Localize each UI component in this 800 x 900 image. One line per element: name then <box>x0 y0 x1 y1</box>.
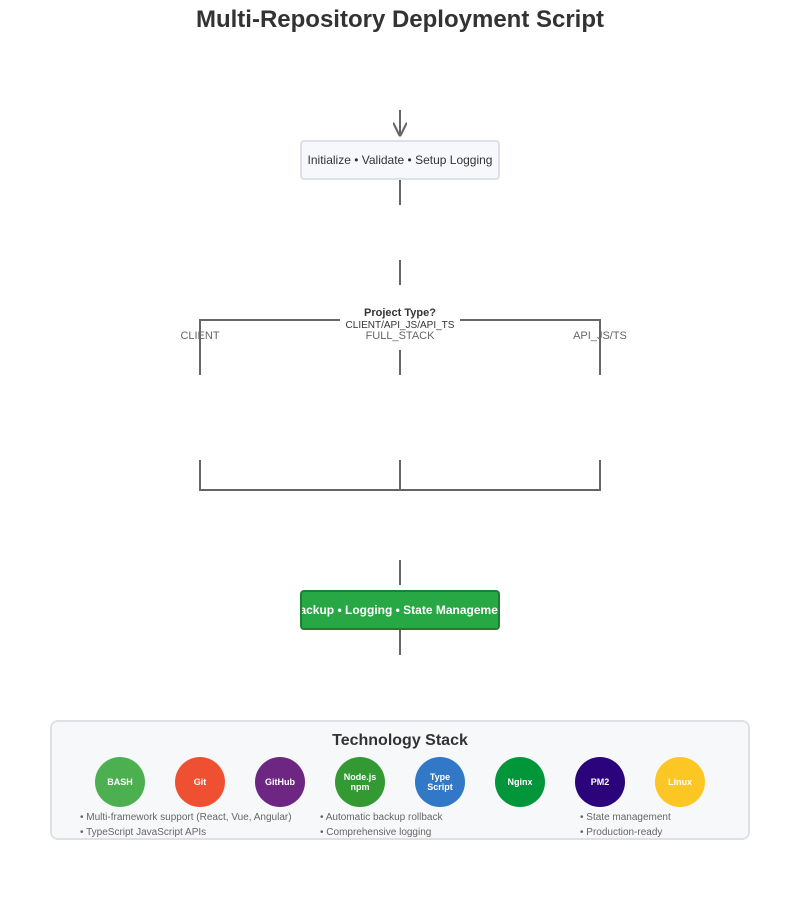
branch-api-line <box>460 319 601 375</box>
project-type-decision: Project Type? CLIENT/API_JS/API_TS <box>330 306 470 332</box>
git-icon: Git <box>175 757 225 807</box>
tech-stack-title: Technology Stack <box>332 732 468 749</box>
pm2-icon: PM2 <box>575 757 625 807</box>
feature-item: • Production-ready <box>580 827 663 838</box>
branch-label-fullstack: FULL_STACK <box>365 330 435 342</box>
feature-item: • State management <box>580 812 671 823</box>
bash-icon: BASH <box>95 757 145 807</box>
feature-item: • Comprehensive logging <box>320 827 432 838</box>
final-step-box: Backup • Logging • State Management <box>300 590 500 630</box>
branch-client-line <box>199 319 340 375</box>
diagram-title: Multi-Repository Deployment Script <box>195 6 605 33</box>
init-step-box: Initialize • Validate • Setup Logging <box>300 140 500 180</box>
branch-label-client: CLIENT <box>180 330 220 342</box>
branch-label-api: API_JS/TS <box>573 330 627 342</box>
nginx-icon: Nginx <box>495 757 545 807</box>
feature-item: • TypeScript JavaScript APIs <box>80 827 207 838</box>
decision-question: Project Type? <box>364 307 436 319</box>
decision-options: CLIENT/API_JS/API_TS <box>345 320 455 331</box>
feature-item: • Automatic backup rollback <box>320 812 443 823</box>
linux-icon: Linux <box>655 757 705 807</box>
github-icon: GitHub <box>255 757 305 807</box>
feature-item: • Multi-framework support (React, Vue, A… <box>80 812 292 823</box>
